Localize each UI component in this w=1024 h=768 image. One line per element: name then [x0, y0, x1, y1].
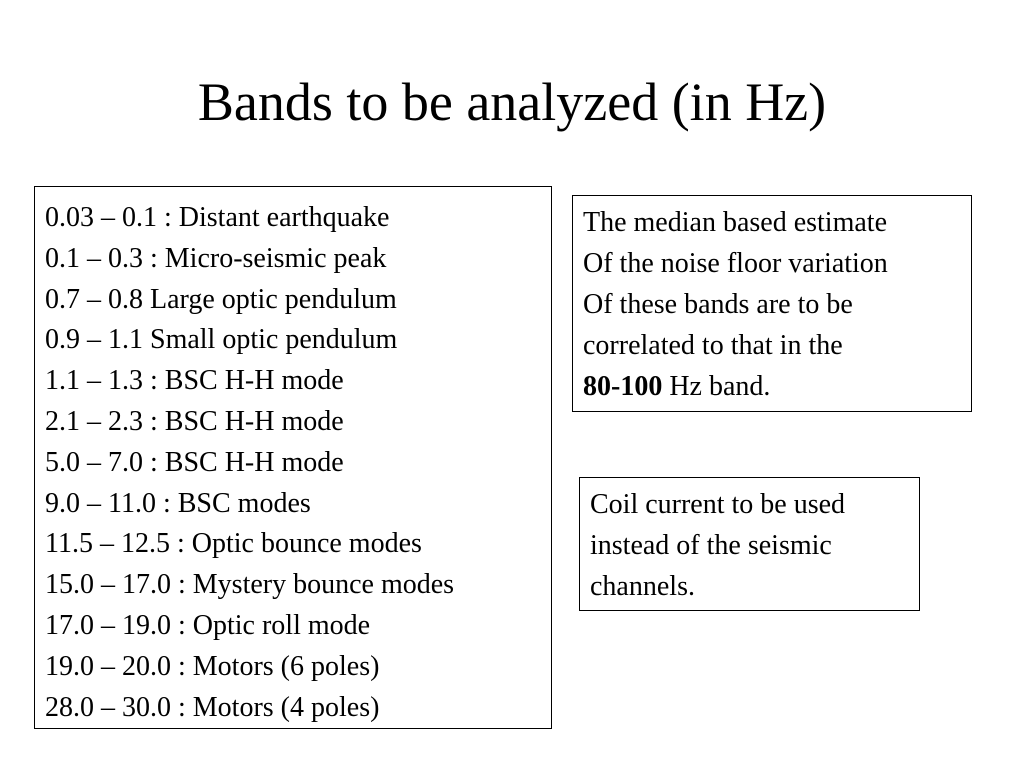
band-item: 0.1 – 0.3 : Micro-seismic peak — [45, 242, 387, 274]
slide-title: Bands to be analyzed (in Hz) — [197, 72, 827, 132]
band-item: 15.0 – 17.0 : Mystery bounce modes — [45, 569, 455, 601]
note-line: Coil current to be used — [590, 489, 846, 520]
note-line: The median based estimate — [583, 207, 887, 238]
band-item: 0.03 – 0.1 : Distant earthquake — [45, 202, 390, 233]
band-item: 9.0 – 11.0 : BSC modes — [45, 487, 311, 519]
band-item: 17.0 – 19.0 : Optic roll mode — [45, 609, 371, 641]
band-item: 28.0 – 30.0 : Motors (4 poles) — [45, 691, 380, 723]
band-item: 19.0 – 20.0 : Motors (6 poles) — [45, 650, 380, 682]
band-range-highlight: 80-100 — [583, 371, 663, 402]
band-item: 2.1 – 2.3 : BSC H-H mode — [45, 405, 344, 437]
note-line-band: 80-100 Hz band. — [583, 366, 971, 407]
median-estimate-note: The median based estimate Of the noise f… — [572, 195, 972, 412]
note-line: Of these bands are to be — [583, 289, 853, 320]
band-range-suffix: Hz band. — [662, 371, 771, 402]
note-line: instead of the seismic — [590, 530, 832, 561]
band-item: 0.9 – 1.1 Small optic pendulum — [45, 324, 398, 356]
band-item: 1.1 – 1.3 : BSC H-H mode — [45, 365, 344, 397]
band-item: 11.5 – 12.5 : Optic bounce modes — [45, 528, 422, 560]
band-list-box: 0.03 – 0.1 : Distant earthquake 0.1 – 0.… — [34, 186, 552, 729]
band-item: 5.0 – 7.0 : BSC H-H mode — [45, 446, 344, 478]
note-line: Of the noise floor variation — [583, 248, 888, 279]
note-line: channels. — [590, 571, 695, 602]
band-item: 0.7 – 0.8 Large optic pendulum — [45, 283, 397, 315]
coil-current-note: Coil current to be used instead of the s… — [579, 477, 920, 611]
note-line: correlated to that in the — [583, 330, 843, 361]
band-list: 0.03 – 0.1 : Distant earthquake 0.1 – 0.… — [45, 198, 551, 728]
